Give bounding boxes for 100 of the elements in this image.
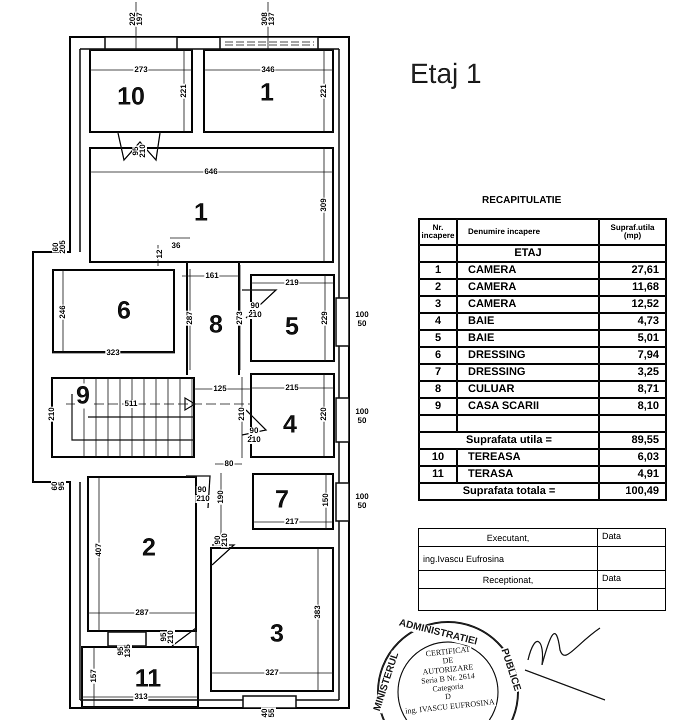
dimension-text: 346 [260,66,276,74]
dimension-text: 190 [217,489,225,505]
stamp-text: D [444,692,452,702]
dimension-text: 95 [117,646,125,656]
table-cell: 4,91 [600,467,667,484]
stamp-text: CERTIFICAT [424,646,472,658]
table-cell: Data [598,571,666,589]
dimension-text: 137 [268,11,276,27]
table-cell: Suprafata totala = [420,484,600,501]
dimension-text: 210 [167,629,175,645]
table-cell: 8 [420,382,458,399]
table-cell: Denumire incapere [458,220,600,246]
table-cell: CASA SCARII [458,399,600,416]
table-cell: 9 [420,399,458,416]
table-cell: 8,10 [600,399,667,416]
dimension-text: 407 [95,542,103,558]
table-cell: 12,52 [600,297,667,314]
table-cell: 3 [420,297,458,314]
table-cell: TEREASA [458,450,600,467]
table-heading: RECAPITULATIE [482,195,562,206]
dimension-text: 273 [133,66,149,74]
table-cell: 2 [420,280,458,297]
table-cell: Nr. incapere [420,220,458,246]
table-cell: 6,03 [600,450,667,467]
table-cell: 1 [420,263,458,280]
dimension-text: 210 [48,406,56,422]
table-cell: 4,73 [600,314,667,331]
dimension-text: 202 [129,11,137,27]
room-outline [210,547,334,692]
table-cell: ETAJ [458,246,600,263]
dimension-text: 90 [196,486,208,494]
dimension-text: 50 [356,502,368,510]
stamp-text: DE [441,656,455,666]
table-cell: Receptionat, [419,571,598,589]
table-cell: 100,49 [600,484,667,501]
stamp-text: ing. IVASCU EUFROSINA [404,698,496,716]
dimension-text: 313 [133,693,149,701]
dimension-text: 40 [261,708,269,718]
table-cell: 5,01 [600,331,667,348]
table-cell: TERASA [458,467,600,484]
dimension-text: 95 [58,480,66,492]
dimension-text: 95 [160,632,168,642]
dimension-text: 161 [204,272,220,280]
dimension-text: 229 [321,310,329,326]
dimension-text: 383 [314,604,322,620]
dimension-text: 327 [264,669,280,677]
table-cell: 27,61 [600,263,667,280]
dimension-text: 60 [51,480,59,492]
dimension-text: 125 [212,385,228,393]
dimension-text: 646 [203,168,219,176]
table-cell: BAIE [458,331,600,348]
dimension-text: 287 [186,310,194,326]
stamp-text: Categoria [431,682,465,694]
table-cell: 3,25 [600,365,667,382]
dimension-text: 210 [238,406,246,422]
table-cell: DRESSING [458,365,600,382]
dimension-text: 246 [59,304,67,320]
dimension-text: 309 [320,197,328,213]
dimension-text: 220 [320,406,328,422]
dimension-text: 511 [124,400,138,408]
dimension-text: 135 [124,643,132,659]
table-cell: 4 [420,314,458,331]
table-cell: ing.Ivascu Eufrosina [419,547,598,571]
table-cell: Executant, [419,529,598,547]
dimension-text: 217 [284,518,300,526]
dimension-text: 50 [356,417,368,425]
dimension-text: 210 [246,436,262,444]
room-outline [203,49,334,133]
dimension-text: 90 [250,302,260,310]
dimension-text: 36 [170,242,182,250]
dimension-text: 100 [354,311,370,319]
table-cell: 5 [420,331,458,348]
table-cell: 7 [420,365,458,382]
dimension-text: 50 [356,320,368,328]
table-cell: 11 [420,467,458,484]
table-cell: BAIE [458,314,600,331]
dimension-text: 308 [261,11,269,27]
dimension-text: 60 [52,242,60,252]
table-cell: CAMERA [458,297,600,314]
dimension-text: 95 [132,146,140,156]
dimension-text: 90 [214,534,222,546]
dimension-text: 215 [284,384,300,392]
dimension-text: 100 [354,408,370,416]
dimension-text: 273 [236,310,244,326]
dimension-text: 197 [136,11,144,27]
dimension-text: 323 [105,349,121,357]
dimension-text: 80 [224,460,234,468]
table-cell: Supraf.utila (mp) [600,220,667,246]
table-cell: 89,55 [600,433,667,450]
dimension-text: 90 [248,427,260,435]
dimension-text: 219 [284,279,300,287]
table-cell: Data [598,529,666,547]
dimension-text: 210 [221,532,229,548]
dimension-text: 287 [134,609,150,617]
table-cell: 7,94 [600,348,667,365]
table-cell: Suprafata utila = [420,433,600,450]
table-cell: CULUAR [458,382,600,399]
dimension-text: 221 [180,83,188,99]
dimension-text: 210 [247,311,263,319]
table-cell: 6 [420,348,458,365]
